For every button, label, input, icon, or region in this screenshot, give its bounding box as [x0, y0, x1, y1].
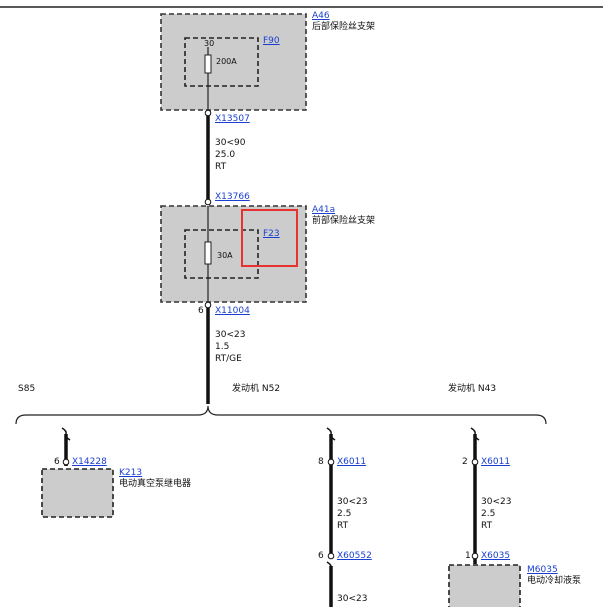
wire-w4-size: 2.5 [481, 509, 496, 519]
x6011-b-link[interactable]: X6011 [481, 457, 511, 467]
variant-n43: 发动机 N43 [448, 384, 497, 394]
x14228-link[interactable]: X14228 [72, 457, 107, 467]
wire-w3-circuit: 30<23 [337, 497, 368, 507]
x13766-link[interactable]: X13766 [215, 192, 250, 202]
k213-desc: 电动真空泵继电器 [119, 479, 192, 489]
f90-link[interactable]: F90 [263, 36, 280, 46]
wire-w5-circuit: 30<23 [337, 594, 368, 604]
f90-fuse-box [184, 37, 259, 87]
wire-w1-circuit: 30<90 [215, 138, 246, 148]
a46-link[interactable]: A46 [312, 11, 330, 21]
f23-link[interactable]: F23 [263, 229, 280, 239]
x6035-link[interactable]: X6035 [481, 551, 511, 561]
k213-link[interactable]: K213 [119, 468, 143, 478]
a46-desc: 后部保险丝支架 [312, 22, 376, 32]
f90-pin-label: 30 [204, 39, 215, 48]
x6011-a-pin: 8 [318, 457, 324, 467]
wire-w2-circuit: 30<23 [215, 330, 246, 340]
x11004-connector-dot [204, 301, 212, 309]
a41a-desc: 前部保险丝支架 [312, 216, 376, 226]
wire-w3-color: RT [337, 521, 349, 531]
x6035-pin: 1 [465, 551, 471, 561]
wire-w2-color: RT/GE [215, 354, 242, 364]
wire-break-n52-lower [326, 561, 332, 569]
x6011-b-pin: 2 [462, 457, 468, 467]
x13507-connector-dot [204, 109, 212, 117]
m6035-desc: 电动冷却液泵 [527, 576, 582, 586]
f23-rating: 30A [217, 251, 233, 260]
variant-brace [15, 405, 547, 425]
f90-fuse-icon [204, 54, 212, 74]
f90-rating: 200A [216, 57, 237, 66]
x6035-connector-dot [471, 552, 479, 560]
f23-fuse-icon [204, 241, 212, 265]
f23-fuse-box [184, 229, 259, 279]
wire-w1-size: 25.0 [215, 150, 236, 160]
x6011-a-connector-dot [327, 458, 335, 466]
x14228-pin: 6 [54, 457, 60, 467]
f23-highlight-box [241, 209, 298, 267]
wire-w4-color: RT [481, 521, 493, 531]
x60552-connector-dot [327, 552, 335, 560]
wire-w1-color: RT [215, 162, 227, 172]
k213-relay-box [41, 468, 114, 518]
x6011-b-connector-dot [471, 458, 479, 466]
x60552-link[interactable]: X60552 [337, 551, 372, 561]
a41a-link[interactable]: A41a [312, 205, 336, 215]
wire-w2-size: 1.5 [215, 342, 230, 352]
m6035-pump-box [448, 564, 521, 607]
wire-w3-size: 2.5 [337, 509, 352, 519]
wire-w4-circuit: 30<23 [481, 497, 512, 507]
x6011-a-link[interactable]: X6011 [337, 457, 367, 467]
x11004-pin: 6 [198, 306, 204, 316]
x13507-link[interactable]: X13507 [215, 114, 250, 124]
x14228-connector-dot [62, 458, 70, 466]
x11004-link[interactable]: X11004 [215, 306, 250, 316]
m6035-link[interactable]: M6035 [527, 565, 558, 575]
variant-n52: 发动机 N52 [232, 384, 281, 394]
x13766-connector-dot [204, 198, 212, 206]
variant-s85: S85 [18, 384, 36, 394]
x60552-pin: 6 [318, 551, 324, 561]
